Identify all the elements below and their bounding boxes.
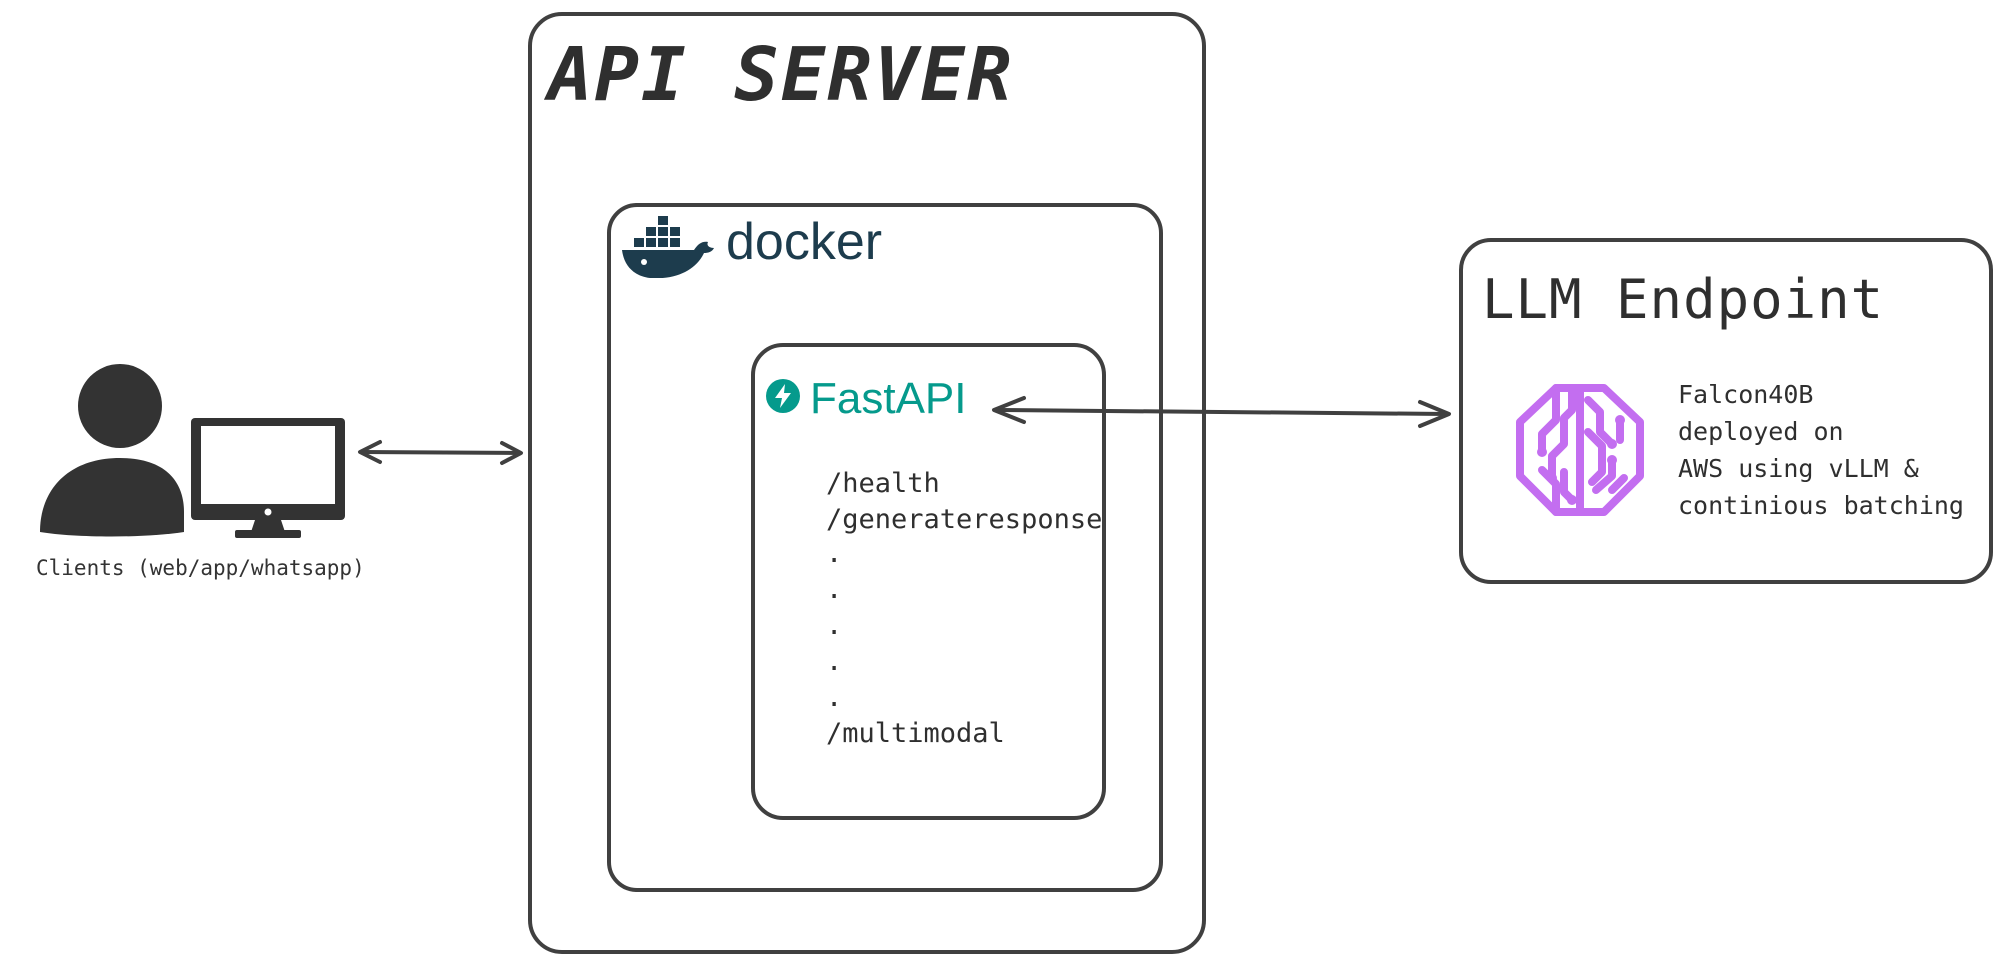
api-server-title: API SERVER [548, 32, 1014, 118]
clients-label: Clients (web/app/whatsapp) [36, 556, 365, 580]
monitor-icon [191, 418, 345, 538]
llm-description-line: deployed on [1678, 417, 1844, 446]
fastapi-box [751, 343, 1106, 820]
brain-circuit-icon [1516, 384, 1644, 516]
fastapi-wordmark: FastAPI [810, 374, 967, 423]
endpoint-health: /health [826, 468, 940, 499]
endpoint-generateresponse: /generateresponse [826, 504, 1103, 535]
llm-endpoint-box [1459, 238, 1993, 584]
api-server-box [528, 12, 1206, 954]
docker-wordmark: docker [726, 213, 883, 271]
docker-whale-icon [622, 216, 714, 278]
llm-description-line: continious batching [1678, 491, 1964, 520]
endpoint-ellipsis: . [826, 574, 843, 605]
llm-description-line: Falcon40B [1678, 380, 1814, 409]
fastapi-bolt-icon [766, 379, 800, 413]
llm-description-line: AWS using vLLM & [1678, 454, 1919, 483]
endpoint-ellipsis: . [826, 682, 843, 713]
endpoint-ellipsis: . [826, 538, 843, 569]
docker-container-box [607, 203, 1163, 892]
endpoint-ellipsis: . [826, 610, 843, 641]
user-icon [40, 364, 184, 537]
endpoint-multimodal: /multimodal [826, 718, 1005, 749]
endpoint-ellipsis: . [826, 646, 843, 677]
llm-description: Falcon40B deployed on AWS using vLLM & c… [1678, 376, 1964, 524]
llm-endpoint-title: LLM Endpoint [1482, 268, 1885, 331]
